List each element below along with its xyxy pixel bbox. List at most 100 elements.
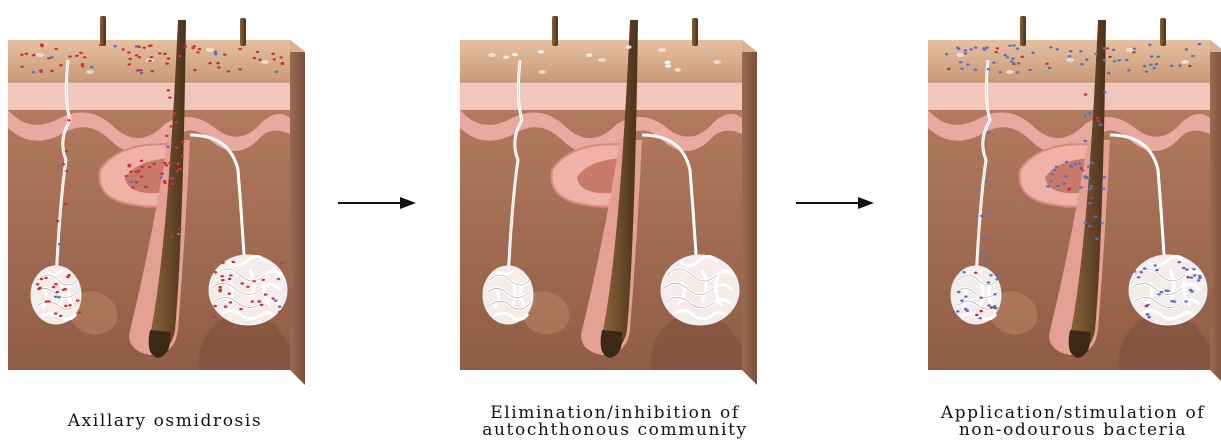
bacterium-dot (127, 51, 131, 53)
bacterium-dot (32, 71, 36, 73)
skin-speck (665, 61, 671, 65)
bacterium-dot (64, 203, 68, 205)
bacterium-dot (1088, 188, 1092, 190)
bacterium-dot (1049, 180, 1053, 182)
bacterium-dot (1084, 93, 1088, 95)
bacterium-dot (1192, 268, 1196, 270)
bacterium-dot (238, 68, 242, 70)
bacterium-dot (167, 89, 171, 91)
bacterium-dot (50, 70, 54, 72)
bacterium-dot (962, 271, 966, 273)
bacterium-dot (173, 112, 177, 114)
bacterium-dot (1132, 51, 1136, 53)
bacterium-dot (1190, 290, 1194, 292)
bacterium-dot (140, 72, 144, 74)
bacterium-dot (960, 300, 964, 302)
bacterium-dot (956, 310, 960, 312)
bacterium-dot (1182, 267, 1186, 269)
bacterium-dot (277, 278, 281, 280)
bacterium-dot (1198, 277, 1202, 279)
bacterium-dot (67, 119, 71, 121)
bacterium-dot (65, 170, 69, 172)
bacterium-dot (1145, 71, 1149, 73)
bacterium-dot (1148, 44, 1152, 46)
bacterium-dot (1155, 63, 1159, 65)
bacterium-dot (1087, 166, 1091, 168)
bacterium-dot (1021, 56, 1025, 58)
bacterium-dot (176, 170, 180, 172)
bacterium-dot (79, 52, 83, 54)
bacterium-dot (975, 314, 979, 316)
bacterium-dot (113, 45, 117, 47)
bacterium-dot (1068, 55, 1072, 57)
bacterium-dot (198, 48, 202, 50)
bacterium-dot (1137, 276, 1141, 278)
bacterium-dot (125, 175, 129, 177)
bacterium-dot (1177, 261, 1181, 263)
bacterium-dot (980, 215, 984, 217)
bacterium-dot (163, 182, 167, 184)
bacterium-dot (36, 283, 40, 285)
bacterium-dot (168, 162, 172, 164)
bacterium-dot (966, 63, 970, 65)
bacterium-dot (217, 66, 221, 68)
bacterium-dot (1080, 63, 1084, 65)
bacterium-dot (981, 252, 985, 254)
bacterium-dot (1198, 275, 1202, 277)
skin-speck (586, 53, 592, 57)
bacterium-dot (1016, 71, 1020, 73)
bacterium-dot (175, 121, 179, 123)
bacterium-dot (1091, 197, 1095, 199)
bacterium-dot (271, 297, 275, 299)
bacterium-dot (1017, 62, 1021, 64)
skin-speck (503, 55, 509, 59)
bacterium-dot (139, 69, 143, 71)
bacterium-dot (1004, 54, 1008, 56)
bacterium-dot (1186, 276, 1190, 278)
bacterium-dot (166, 146, 170, 148)
bacterium-dot (964, 295, 968, 297)
bacterium-dot (135, 54, 139, 56)
bacterium-dot (1069, 50, 1073, 52)
bacterium-dot (1083, 175, 1087, 177)
bacterium-dot (1193, 274, 1197, 276)
skin-speck (512, 53, 518, 57)
bacterium-dot (1157, 293, 1161, 295)
bacterium-dot (979, 310, 983, 312)
bacterium-dot (165, 62, 169, 64)
bacterium-dot (1106, 47, 1110, 49)
bacterium-dot (1095, 238, 1099, 240)
bacterium-dot (20, 54, 24, 56)
arrow-1 (338, 197, 416, 209)
bacterium-dot (947, 68, 951, 70)
bacterium-dot (996, 278, 1000, 280)
bacterium-dot (1089, 185, 1093, 187)
bacterium-dot (59, 315, 63, 317)
bacterium-dot (213, 316, 217, 318)
bacterium-dot (1068, 187, 1072, 189)
bacterium-dot (135, 45, 139, 47)
bacterium-dot (143, 47, 147, 49)
bacterium-dot (1152, 67, 1156, 69)
bacterium-dot (1088, 202, 1092, 204)
bacterium-dot (1170, 65, 1174, 67)
bacterium-dot (208, 62, 212, 64)
bacterium-dot (68, 304, 72, 306)
bacterium-dot (175, 146, 179, 148)
bacterium-dot (987, 68, 991, 70)
bacterium-dot (985, 47, 989, 49)
bacterium-dot (1094, 53, 1098, 55)
bacterium-dot (214, 53, 218, 55)
bacterium-dot (1011, 58, 1015, 60)
bacterium-dot (957, 291, 961, 293)
bacterium-dot (221, 262, 225, 264)
bacterium-dot (1056, 185, 1060, 187)
bacterium-dot (256, 51, 260, 53)
bacterium-dot (1080, 167, 1084, 169)
bacterium-dot (1102, 59, 1106, 61)
bacterium-dot (984, 238, 988, 240)
bacterium-dot (964, 49, 968, 51)
bacterium-dot (251, 300, 255, 302)
bacterium-dot (1117, 59, 1121, 61)
bacterium-dot (62, 163, 66, 165)
